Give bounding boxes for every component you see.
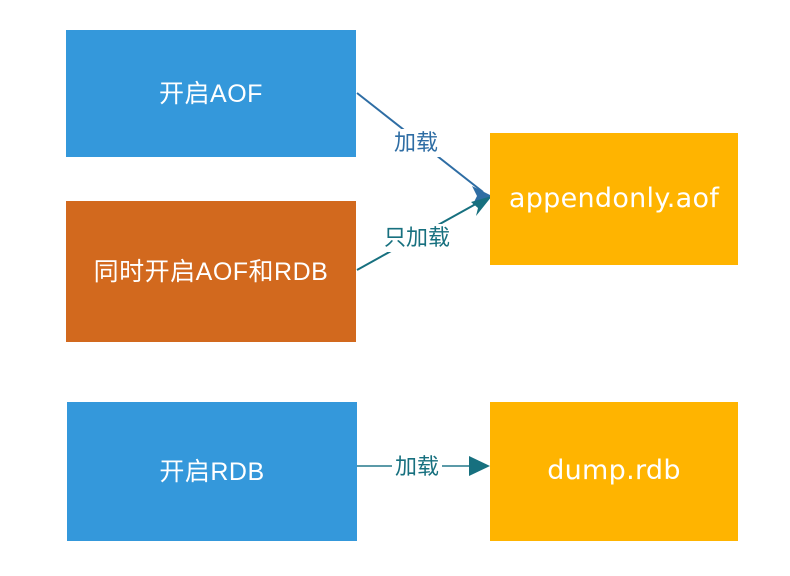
node-appendonly-aof[interactable]: appendonly.aof — [490, 133, 738, 265]
node-enable-aof-and-rdb-label: 同时开启AOF和RDB — [93, 257, 329, 286]
arrowhead-aof-rdb-to-appendonly — [471, 196, 492, 216]
node-enable-aof-label: 开启AOF — [159, 79, 263, 108]
arrowhead-rdb-to-dump — [469, 456, 490, 476]
arrowhead-aof-to-appendonly — [472, 186, 492, 206]
node-appendonly-aof-label: appendonly.aof — [508, 182, 720, 214]
edge-label-aof-to-appendonly: 加载 — [391, 129, 442, 157]
node-enable-aof[interactable]: 开启AOF — [66, 30, 356, 157]
edge-label-rdb-to-dump: 加载 — [392, 453, 443, 481]
node-dump-rdb[interactable]: dump.rdb — [490, 402, 738, 541]
edge-label-aof-rdb-to-appendonly: 只加载 — [381, 224, 454, 252]
node-dump-rdb-label: dump.rdb — [547, 455, 681, 487]
node-enable-rdb-label: 开启RDB — [159, 457, 265, 486]
node-enable-aof-and-rdb[interactable]: 同时开启AOF和RDB — [66, 201, 356, 342]
node-enable-rdb[interactable]: 开启RDB — [67, 402, 357, 541]
